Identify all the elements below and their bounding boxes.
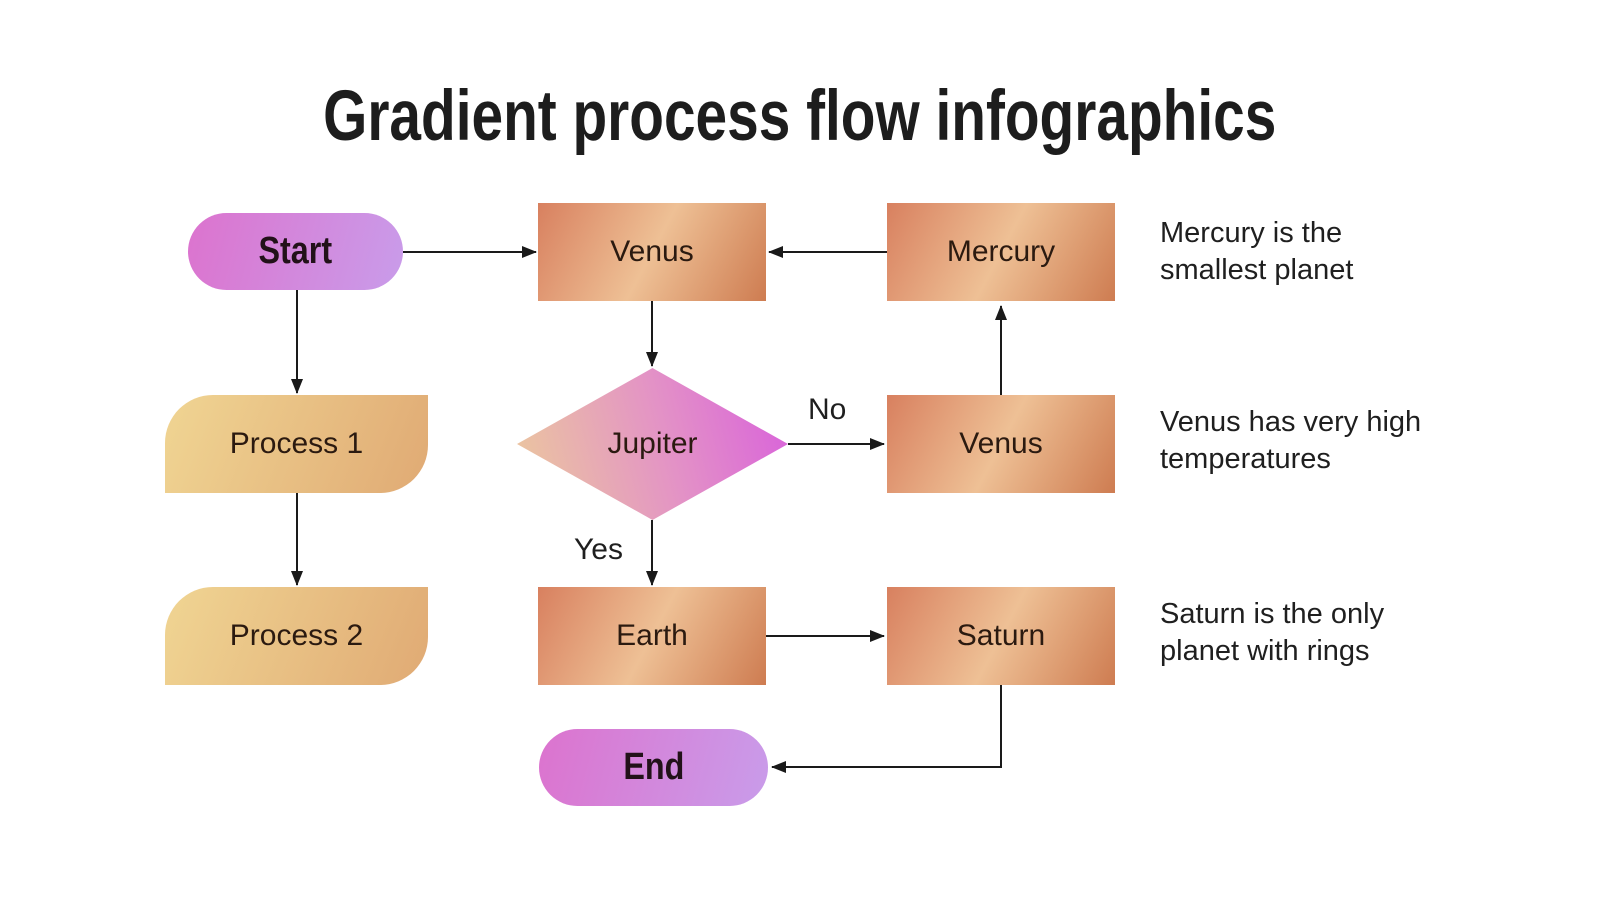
start-node-label: Start (258, 230, 333, 272)
saturn-node-label: Saturn (956, 619, 1046, 652)
edge-label-yes: Yes (574, 533, 623, 566)
earth-node: Earth (538, 587, 766, 685)
end-node: End (539, 729, 768, 806)
process-1-node: Process 1 (165, 395, 428, 493)
page-title: Gradient process flow infographics (0, 74, 1600, 160)
mercury-node: Mercury (887, 203, 1115, 301)
end-node-label: End (622, 746, 685, 788)
page-title-text: Gradient process flow infographics (323, 77, 1277, 156)
earth-node-label: Earth (616, 619, 688, 652)
annotation-saturn: Saturn is the only planet with rings (1160, 598, 1385, 667)
start-node: Start (188, 213, 403, 290)
annotation-mercury: Mercury is the smallest planet (1160, 217, 1354, 286)
jupiter-decision-node: Jupiter (517, 368, 788, 520)
annotation-venus: Venus has very high temperatures (1160, 406, 1422, 475)
saturn-node: Saturn (887, 587, 1115, 685)
venus-node: Venus (538, 203, 766, 301)
process-2-node: Process 2 (165, 587, 428, 685)
edge-label-no: No (808, 393, 847, 426)
mercury-node-label: Mercury (946, 235, 1056, 268)
jupiter-node-label: Jupiter (607, 427, 698, 460)
process-1-label: Process 1 (229, 427, 364, 460)
process-2-label: Process 2 (229, 619, 364, 652)
connector-saturn-to-end (771, 684, 1002, 773)
venus-2-node-label: Venus (959, 427, 1043, 460)
venus-node-label: Venus (610, 235, 694, 268)
venus-2-node: Venus (887, 395, 1115, 493)
